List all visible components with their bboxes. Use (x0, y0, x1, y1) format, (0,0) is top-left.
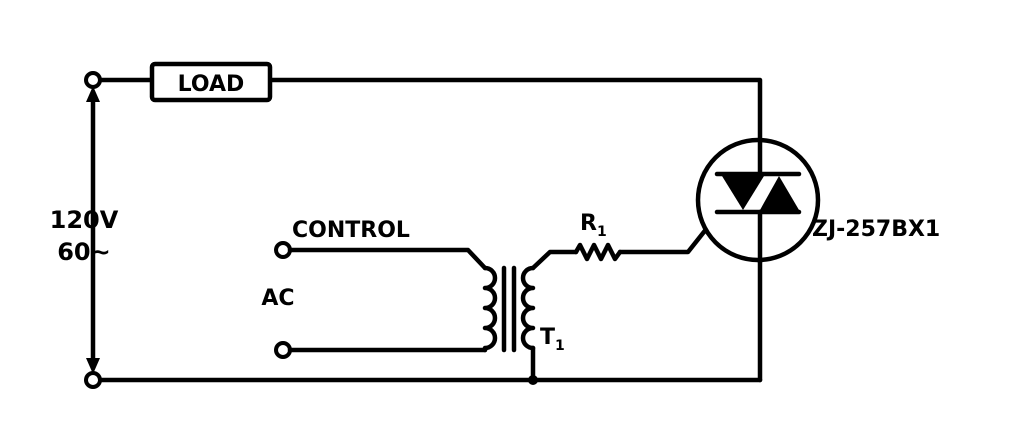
load-box (149, 61, 273, 103)
transformer-label: T1 (540, 325, 565, 354)
control-label: CONTROL (292, 218, 410, 243)
wire-top-right (267, 77, 763, 143)
primary-coil (482, 265, 498, 353)
control-wire-top (287, 247, 488, 271)
secondary-coil (520, 265, 536, 351)
secondary-wire-top (530, 249, 579, 271)
transformer-subscript: 1 (555, 338, 565, 354)
triac (695, 137, 821, 265)
control-input (274, 241, 488, 359)
top-terminal (84, 71, 102, 89)
load-label: LOAD (178, 72, 245, 97)
triac-part-number: ZJ-257BX1 (812, 217, 940, 242)
arrow-up-icon (86, 86, 100, 102)
resistor-zigzag (573, 242, 623, 262)
resistor-label: R1 (580, 211, 607, 240)
arrow-down-icon (86, 358, 100, 374)
triac-diode-left-icon (722, 176, 764, 210)
triac-diode-right-icon (760, 176, 799, 210)
supply-voltage-label: 120V (50, 206, 119, 234)
ac-label: AC (261, 286, 294, 311)
resistor-subscript: 1 (597, 224, 607, 240)
junction-dot (528, 375, 538, 385)
main-wires (86, 77, 763, 383)
transformer-t1 (482, 249, 579, 385)
supply-frequency-label: 60~ (57, 238, 111, 266)
bottom-terminal (84, 371, 102, 389)
